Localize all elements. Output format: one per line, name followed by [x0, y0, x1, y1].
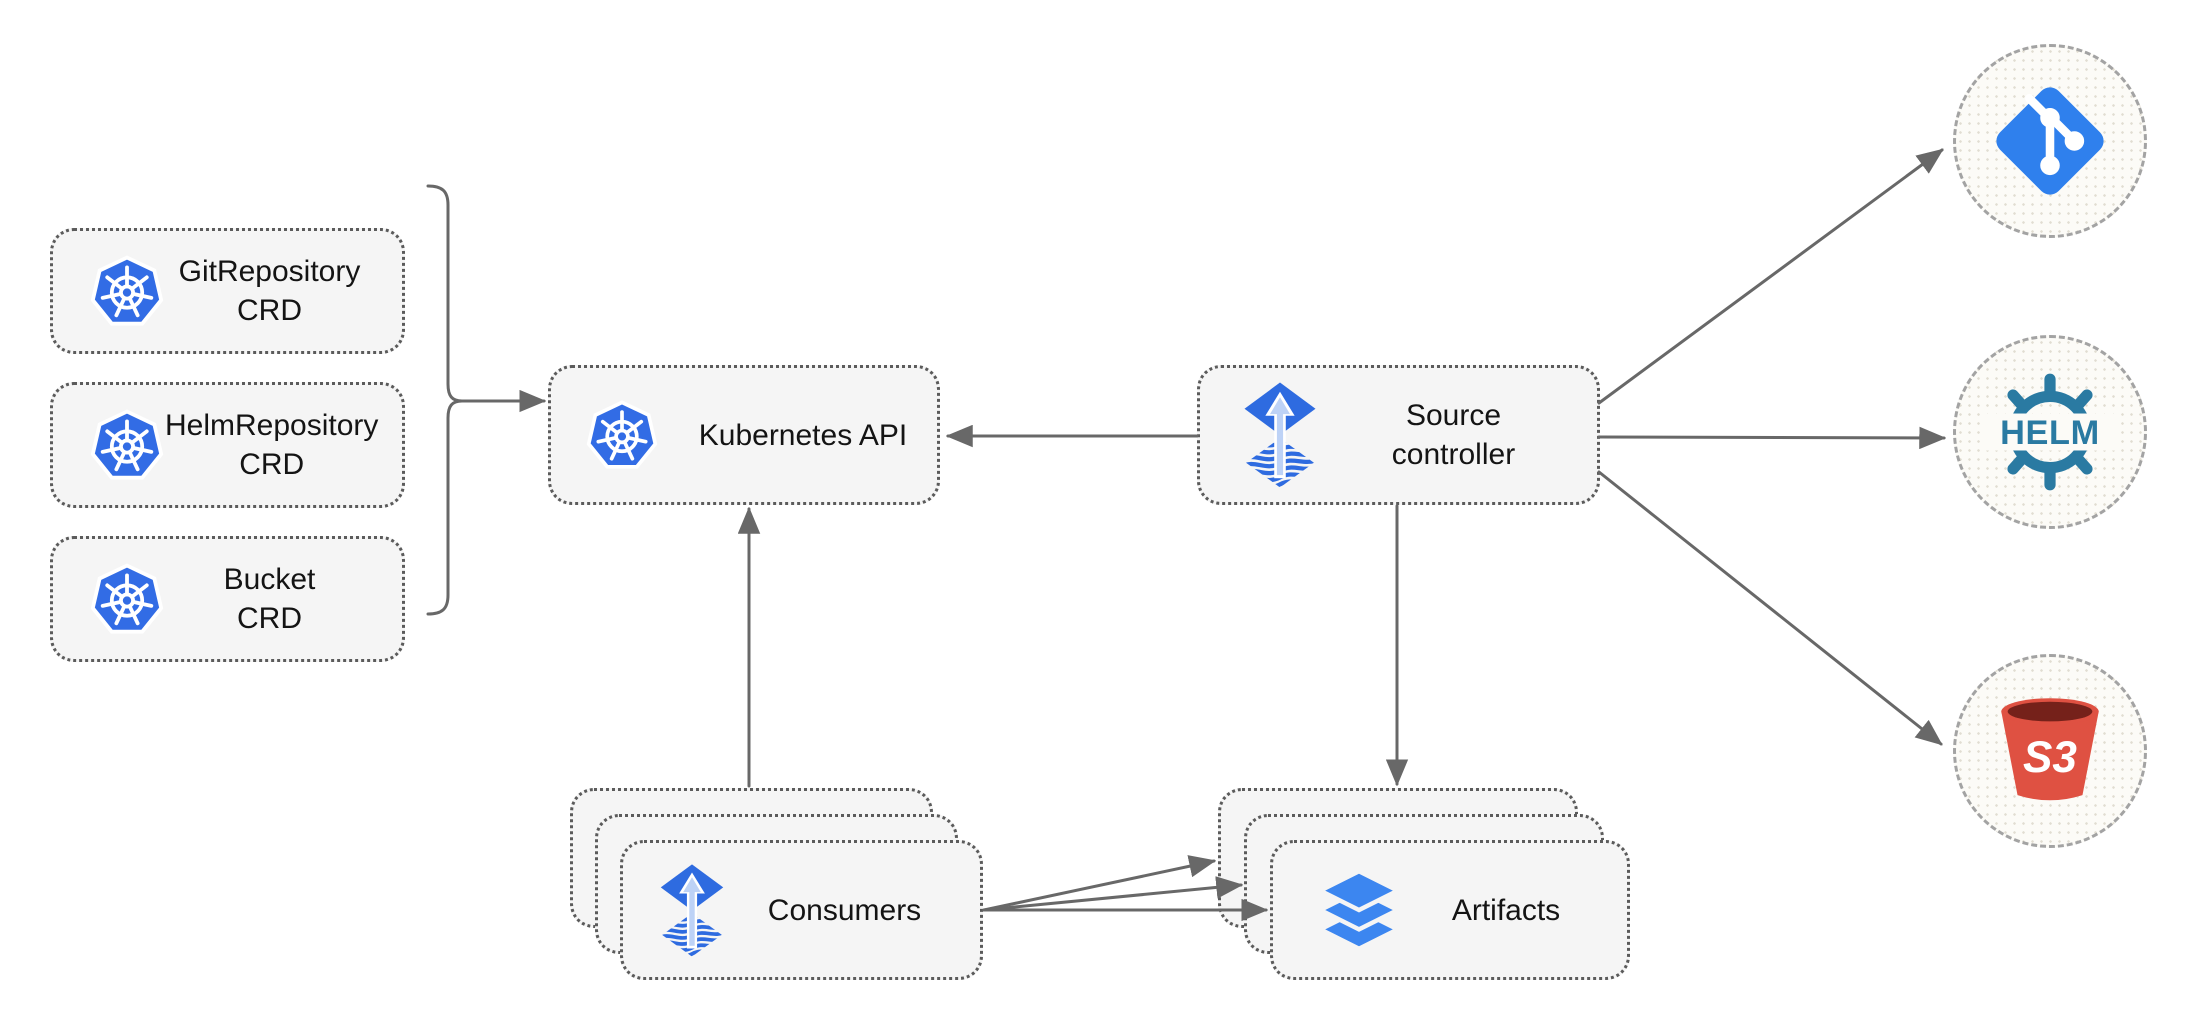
- node-source-controller: Source controller: [1197, 365, 1600, 505]
- kubernetes-icon: [90, 255, 164, 326]
- node-label: Artifacts: [1451, 893, 1561, 927]
- node-label: Source controller: [1320, 396, 1587, 474]
- kubernetes-icon: [586, 400, 658, 469]
- node-consumers: Consumers: [620, 840, 983, 980]
- node-bucket-crd: Bucket CRD: [50, 536, 405, 662]
- helm-icon: HELM: [1984, 373, 2116, 491]
- node-label: GitRepository CRD: [165, 252, 374, 330]
- node-label: HelmRepository CRD: [165, 406, 378, 484]
- label-line2: CRD: [237, 294, 302, 327]
- label-line1: HelmRepository: [165, 409, 379, 442]
- node-label: Bucket CRD: [165, 560, 374, 638]
- edge-consumers-to-artifacts-1: [982, 855, 1217, 912]
- endpoint-s3: S3: [1953, 654, 2147, 848]
- helm-wordmark: HELM: [2000, 414, 2100, 452]
- s3-wordmark: S3: [2023, 733, 2077, 782]
- node-helmrepository-crd: HelmRepository CRD: [50, 382, 405, 508]
- endpoint-git: [1953, 44, 2147, 238]
- edge-consumers-to-artifacts-2: [982, 876, 1244, 912]
- layers-icon: [1315, 868, 1403, 952]
- flux-icon: [1244, 382, 1316, 488]
- node-label: Consumers: [767, 893, 922, 927]
- label-line1: Source: [1405, 399, 1502, 432]
- s3-bucket-icon: S3: [2001, 698, 2099, 801]
- edge-source-to-git: [1597, 148, 1944, 405]
- node-gitrepository-crd: GitRepository CRD: [50, 228, 405, 354]
- label-line2: CRD: [237, 602, 302, 635]
- crd-group-bracket: [426, 184, 464, 616]
- label-line2: CRD: [239, 448, 305, 481]
- git-icon: [1996, 87, 2104, 195]
- label-line1: Bucket: [223, 563, 316, 596]
- kubernetes-icon: [90, 409, 164, 480]
- edge-source-to-s3: [1597, 470, 1943, 746]
- node-kubernetes-api: Kubernetes API: [548, 365, 940, 505]
- label-line1: GitRepository: [178, 255, 361, 288]
- label-line2: controller: [1391, 438, 1516, 471]
- edge-source-to-helm: [1597, 426, 1947, 450]
- endpoint-helm: HELM: [1953, 335, 2147, 529]
- node-label: Kubernetes API: [698, 418, 908, 452]
- kubernetes-icon: [90, 563, 164, 634]
- node-artifacts: Artifacts: [1270, 840, 1630, 980]
- flux-icon: [660, 863, 724, 957]
